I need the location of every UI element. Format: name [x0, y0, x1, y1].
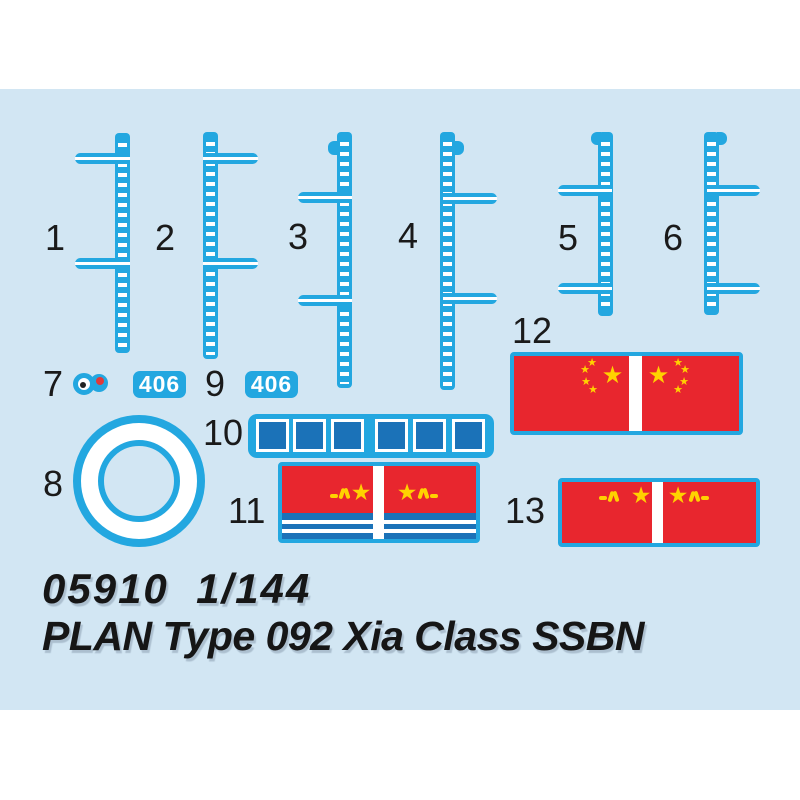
star-icon: ★	[588, 384, 598, 396]
ba-character	[606, 490, 620, 503]
draft-mark-tab	[591, 132, 601, 145]
red-dot	[96, 377, 104, 385]
window-square	[375, 419, 408, 452]
star-icon: ★	[396, 479, 418, 505]
part-label-11: 11	[228, 490, 266, 531]
draft-mark-bar	[115, 133, 130, 353]
draft-mark-arm	[75, 153, 130, 164]
draft-mark-arm	[203, 258, 258, 269]
star-icon: ★	[581, 376, 591, 388]
draft-mark-bar	[440, 132, 455, 390]
draft-mark-arm	[203, 153, 258, 164]
draft-mark-arm	[707, 283, 760, 294]
fold-stripe	[652, 482, 663, 543]
part-label-6: 6	[663, 217, 684, 258]
black-dot	[80, 382, 86, 388]
large-circle	[73, 373, 95, 395]
star-icon: ★	[630, 482, 652, 508]
kit-name-title: PLAN Type 092 Xia Class SSBN	[42, 613, 645, 659]
draft-mark-arm	[75, 258, 130, 269]
star-icon: ★	[667, 482, 689, 508]
part-label-5: 5	[558, 217, 579, 258]
hull-number-text: 406	[250, 371, 293, 397]
ba-character	[687, 490, 701, 503]
draft-mark-arm	[298, 295, 352, 306]
draft-mark-tab	[452, 141, 464, 155]
star-icon: ★	[587, 357, 597, 369]
draft-mark-arm	[443, 293, 497, 304]
star-icon: ★	[601, 362, 624, 389]
draft-mark-arm	[707, 185, 760, 196]
hull-number-badge-7: 406	[133, 371, 186, 398]
draft-mark-tab	[717, 132, 727, 145]
draft-mark-arm	[298, 192, 352, 203]
star-icon: ★	[350, 479, 372, 505]
national-flag-decal-12: ★ ★ ★ ★ ★ ★ ★ ★ ★ ★	[510, 352, 743, 435]
draft-mark-arm	[558, 185, 612, 196]
part-label-1: 1	[45, 217, 66, 258]
part-label-4: 4	[398, 215, 419, 256]
star-icon: ★	[673, 357, 683, 369]
part-label-9: 9	[205, 363, 226, 404]
window-square	[331, 419, 364, 452]
small-circle	[90, 374, 108, 392]
draft-mark-bar	[203, 132, 218, 359]
window-strip-decal-10	[248, 414, 494, 458]
hull-number-badge-9: 406	[245, 371, 298, 398]
ba-character	[337, 487, 351, 500]
part-label-13: 13	[505, 490, 546, 531]
star-icon: ★	[680, 364, 690, 376]
star-icon: ★	[679, 376, 689, 388]
navy-flag-decal-13: ★ ★	[558, 478, 760, 547]
star-icon: ★	[647, 362, 670, 389]
draft-mark-bar	[704, 132, 719, 315]
part-label-3: 3	[288, 216, 309, 257]
ba-character	[416, 487, 430, 500]
window-square	[452, 419, 485, 452]
yi-character	[330, 494, 338, 498]
yi-character	[430, 494, 438, 498]
yi-character	[599, 496, 607, 500]
hull-number-text: 406	[138, 371, 181, 397]
part-label-8: 8	[43, 463, 64, 504]
window-square	[293, 419, 326, 452]
part-label-7: 7	[43, 363, 64, 404]
window-square	[413, 419, 446, 452]
star-icon: ★	[580, 364, 590, 376]
draft-mark-arm	[558, 283, 612, 294]
window-square	[256, 419, 289, 452]
draft-mark-bar	[598, 132, 613, 316]
navy-ensign-decal-11: ★ ★	[278, 462, 480, 543]
fold-stripe	[629, 356, 642, 431]
part-label-2: 2	[155, 217, 176, 258]
fold-stripe	[373, 466, 384, 539]
part-label-10: 10	[203, 412, 244, 453]
draft-mark-arm	[443, 193, 497, 204]
ring-hole	[98, 440, 180, 522]
draft-mark-bar	[337, 132, 352, 388]
ring-decal-8	[73, 415, 205, 547]
kit-number-title: 05910 1/144	[42, 565, 312, 612]
part-label-12: 12	[512, 310, 553, 351]
star-icon: ★	[673, 384, 683, 396]
yi-character	[701, 496, 709, 500]
